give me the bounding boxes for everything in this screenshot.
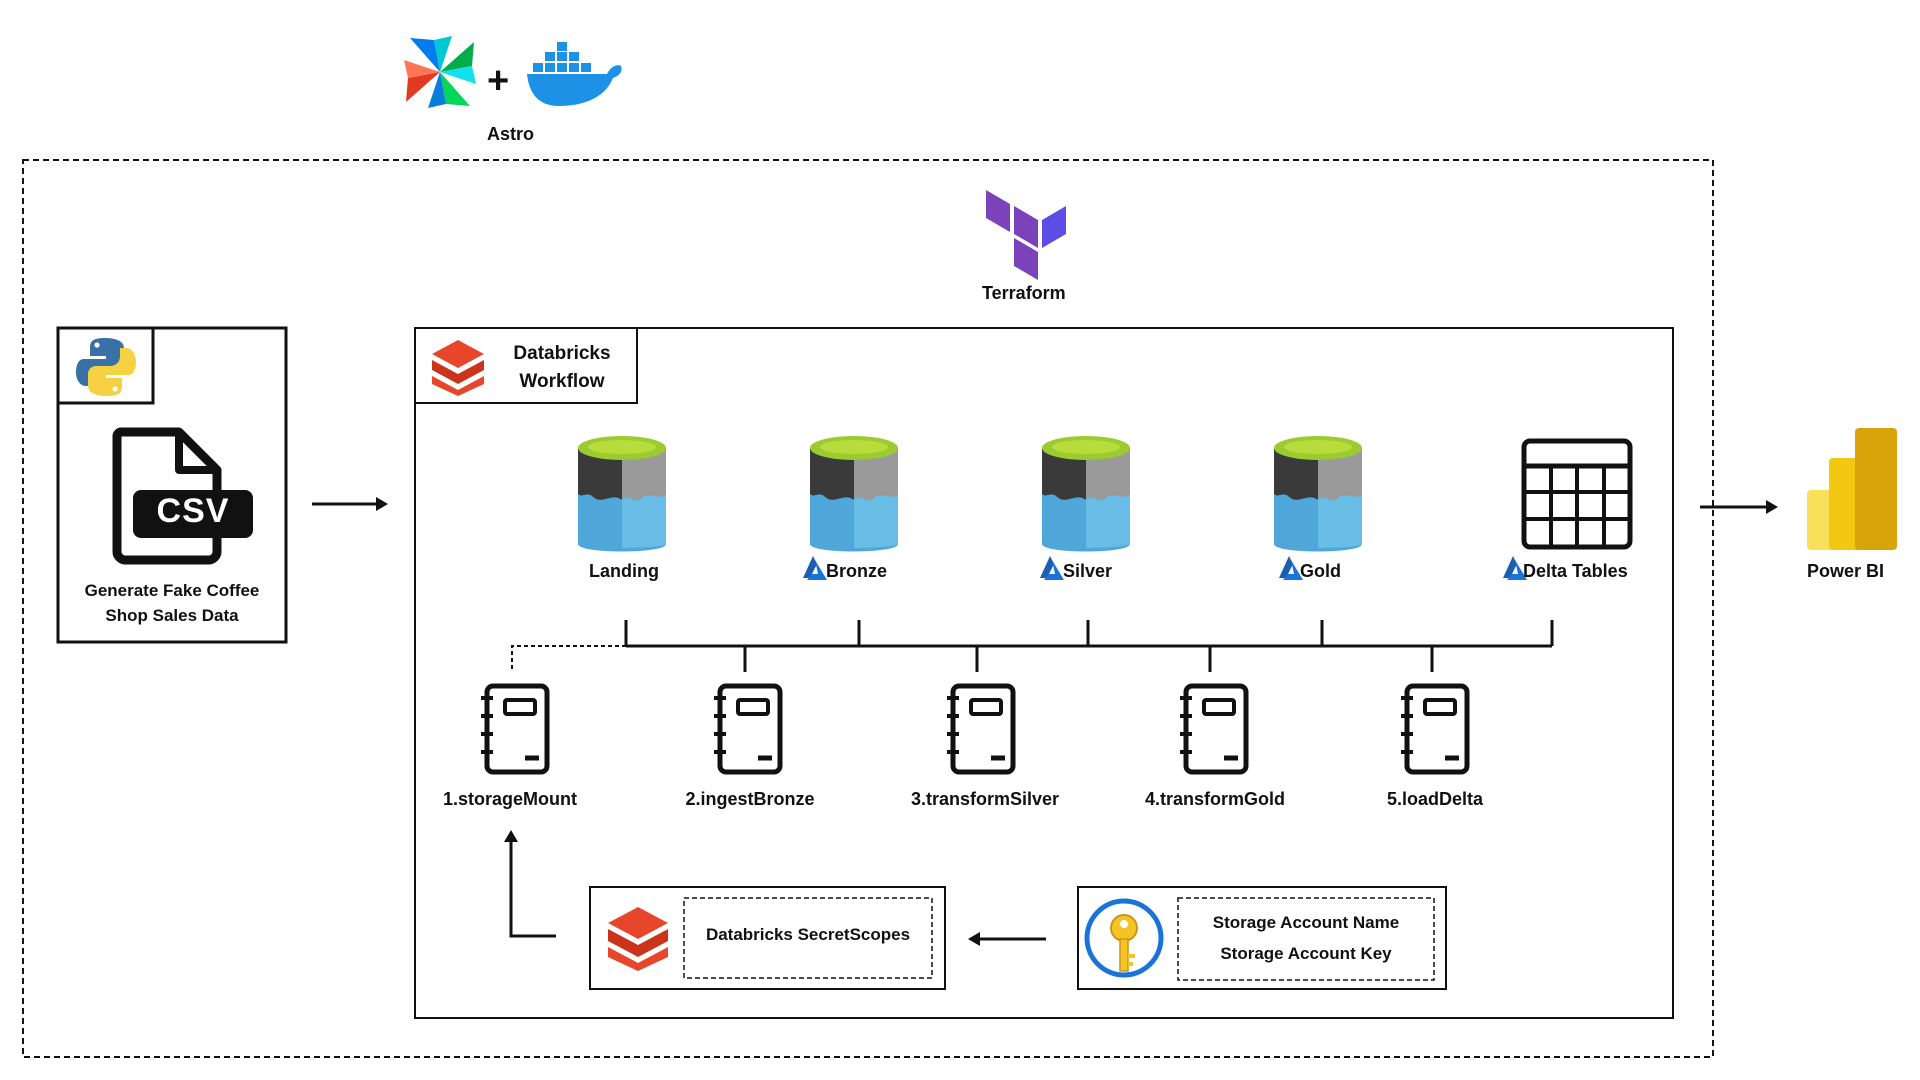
python-caption-line1: Generate Fake Coffee	[84, 581, 260, 600]
data-lake-landing-icon	[578, 436, 666, 552]
key-vault-box	[1077, 886, 1447, 990]
notebook-3-icon	[947, 683, 1016, 775]
storage-label-bronze: Bronze	[826, 561, 888, 581]
databricks-workflow-title: Databricks Workflow	[494, 340, 630, 396]
terraform-label: Terraform	[982, 283, 1066, 303]
secret-scopes-box	[589, 886, 946, 990]
key-vault-line2: Storage Account Key	[1220, 944, 1392, 963]
workflow-title-line2: Workflow	[519, 371, 605, 392]
secret-scopes-label: Databricks SecretScopes	[705, 925, 911, 944]
key-vault-secrets: Storage Account Name Storage Account Key	[1180, 907, 1432, 969]
storage-label-delta-tables: Delta Tables	[1523, 561, 1628, 581]
csv-text: CSV	[156, 492, 230, 530]
azure-delta-tables-icon	[1503, 556, 1527, 580]
python-icon	[76, 338, 136, 396]
notebook-4-icon	[1180, 683, 1249, 775]
python-box-caption: Generate Fake Coffee Shop Sales Data	[60, 578, 284, 628]
powerbi-icon	[1807, 428, 1897, 550]
notebook-5-icon	[1401, 683, 1470, 775]
azure-bronze-icon	[803, 556, 827, 580]
terraform-scope-frame	[22, 159, 1714, 1058]
powerbi-label: Power BI	[1807, 561, 1885, 581]
notebook-label-4: 4.transformGold	[1144, 789, 1286, 809]
csv-file-icon	[112, 427, 253, 565]
plus-sign: +	[487, 60, 510, 102]
databricks-icon	[432, 340, 484, 396]
storage-label-landing: Landing	[589, 561, 659, 581]
key-vault-icon	[1084, 898, 1164, 978]
secret-scopes-inner	[683, 897, 933, 979]
notebook-1-icon	[481, 683, 550, 775]
notebook-label-2: 2.ingestBronze	[685, 789, 815, 809]
delta-table-icon	[1521, 438, 1633, 550]
key-vault-line1: Storage Account Name	[1212, 913, 1400, 932]
notebook-2-icon	[714, 683, 783, 775]
data-lake-silver-icon	[1042, 436, 1130, 552]
astro-label: Astro	[487, 124, 535, 144]
python-caption-line2: Shop Sales Data	[105, 606, 239, 625]
docker-icon	[527, 42, 622, 106]
python-box	[56, 326, 288, 644]
notebook-label-3: 3.transformSilver	[910, 789, 1060, 809]
data-lake-bronze-icon	[810, 436, 898, 552]
storage-label-gold: Gold	[1300, 561, 1341, 581]
airflow-icon	[404, 36, 476, 108]
data-lake-gold-icon	[1274, 436, 1362, 552]
notebook-label-5: 5.loadDelta	[1386, 789, 1484, 809]
azure-gold-icon	[1279, 556, 1303, 580]
notebook-label-1: 1.storageMount	[442, 789, 577, 809]
databricks-workflow-box	[414, 327, 1674, 1019]
arrow-scopes-to-mount	[509, 838, 556, 938]
databricks-secret-icon	[608, 907, 668, 971]
key-vault-inner	[1177, 897, 1435, 981]
storage-label-silver: Silver	[1063, 561, 1113, 581]
landing-to-mount-link	[511, 645, 626, 672]
terraform-icon	[986, 190, 1066, 280]
workflow-title-line1: Databricks	[513, 343, 611, 364]
azure-silver-icon	[1040, 556, 1064, 580]
